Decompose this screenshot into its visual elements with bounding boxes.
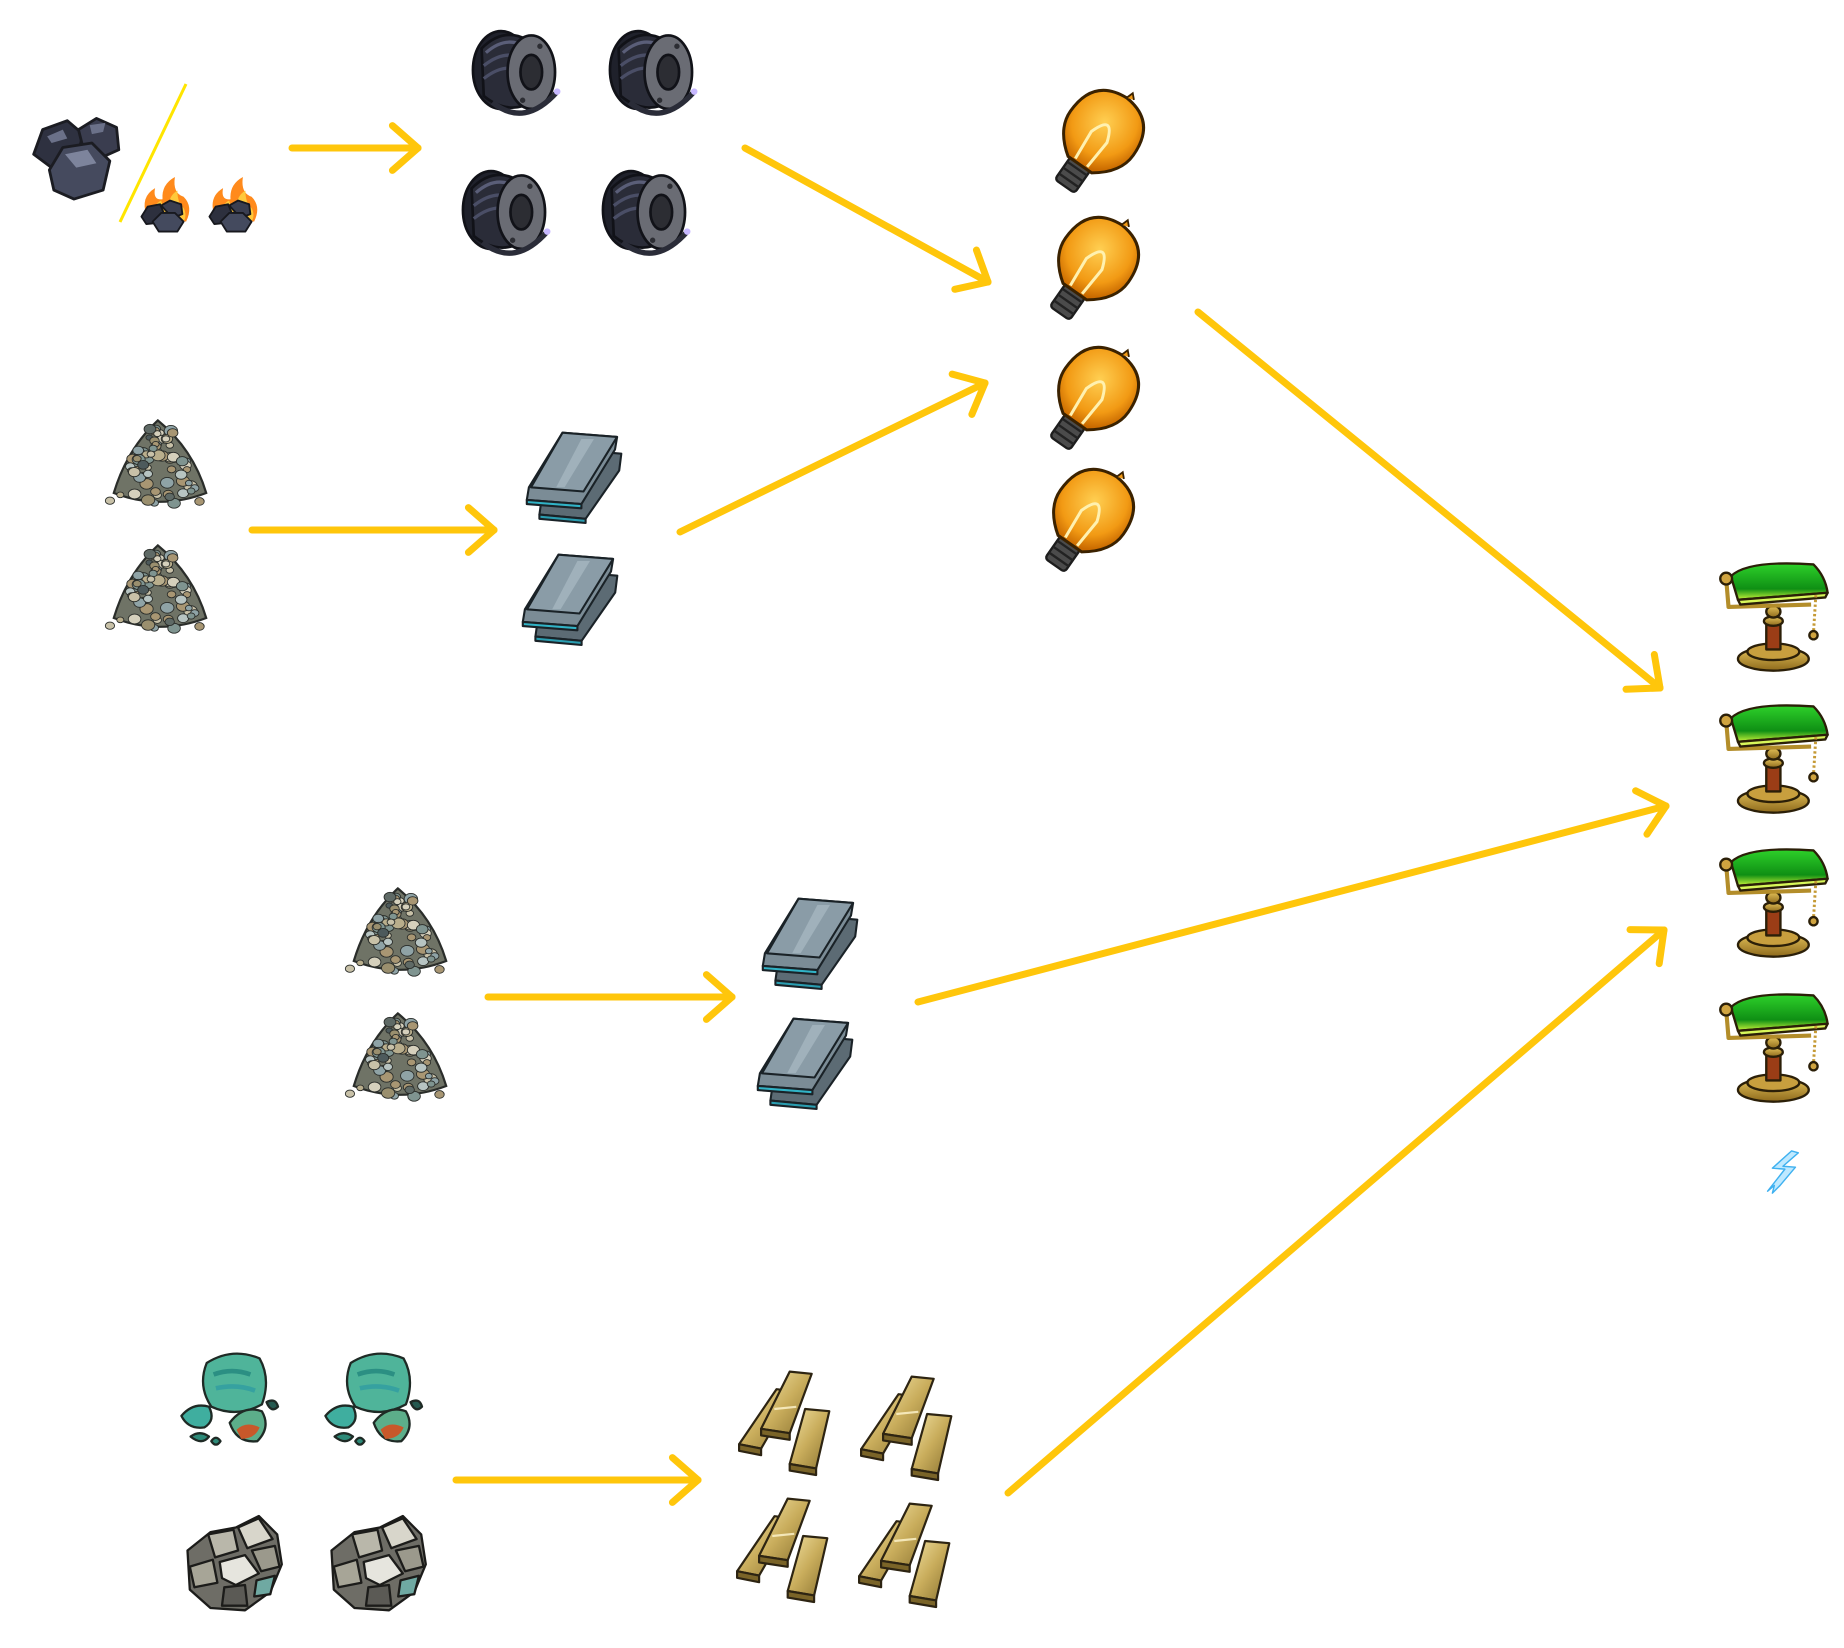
arrow-wire-to-bulb-head-1	[972, 246, 992, 286]
wire-item	[597, 15, 705, 125]
arrow-brass-to-lamp	[1004, 926, 1668, 1497]
wire-spool-icon	[471, 29, 561, 116]
wire-item	[460, 15, 568, 125]
arrow-copper-ore-to-brass	[452, 1454, 702, 1506]
sand-a-item	[100, 405, 220, 515]
arrow-glass-a-to-bulb	[676, 370, 989, 536]
arrow-glass-b-to-lamp-head-0	[1643, 802, 1670, 838]
gravel-icon	[104, 543, 208, 634]
arrow-sand-a-to-glass-a	[248, 504, 498, 556]
burning-coal-icon	[140, 176, 190, 233]
brass-ingot-icon	[736, 1497, 829, 1604]
arrow-brass-to-lamp-shaft	[1004, 926, 1668, 1497]
copper-ore-item	[172, 1340, 292, 1455]
arrow-sand-a-to-glass-a-head-0	[464, 526, 498, 556]
arrow-glass-a-to-bulb-shaft	[676, 379, 989, 536]
zinc-ore-icon	[330, 1514, 427, 1612]
lamp-item	[1712, 554, 1830, 674]
lamp-item	[1712, 985, 1830, 1105]
arrow-bulb-to-lamp-shaft	[1194, 308, 1664, 692]
zinc-ore-item	[176, 1502, 291, 1622]
arrow-bulb-to-lamp-head-0	[1622, 684, 1664, 693]
arrow-sand-a-to-glass-a-head-1	[464, 504, 498, 534]
glass-b-item	[745, 1004, 863, 1111]
arrow-glass-a-to-bulb-head-0	[968, 379, 989, 418]
arrow-bulb-to-lamp-head-1	[1650, 650, 1664, 692]
sand-a-item	[100, 530, 220, 640]
gravel-icon	[104, 418, 208, 509]
bulb-item	[1030, 210, 1150, 330]
wire-item	[590, 155, 698, 265]
zinc-ore-icon	[186, 1514, 283, 1612]
gravel-icon	[344, 1011, 448, 1102]
wire-spool-icon	[608, 29, 698, 116]
arrow-sand-b-to-glass-b-head-1	[702, 971, 736, 1001]
glass-pane-icon	[521, 553, 619, 647]
wire-item	[450, 155, 558, 265]
copper-ore-icon	[180, 1352, 280, 1446]
light-bulb-icon	[1055, 88, 1146, 193]
glass-a-item	[515, 418, 631, 525]
brass-item	[850, 1497, 965, 1609]
glass-pane-icon	[525, 431, 623, 525]
glass-pane-icon	[756, 1017, 854, 1111]
bulb-item	[1025, 462, 1145, 582]
arrow-coal-to-wire-head-1	[388, 122, 422, 152]
arrow-glass-b-to-lamp	[914, 787, 1670, 1006]
arrow-brass-to-lamp-head-0	[1655, 926, 1668, 968]
glass-a-item	[510, 540, 628, 647]
arrow-coal-to-wire	[288, 122, 422, 174]
coal-icon	[32, 117, 121, 201]
arrow-coal-to-wire-head-0	[388, 144, 422, 174]
zinc-ore-item	[320, 1502, 435, 1622]
sand-b-item	[340, 873, 460, 983]
lamp-item	[1712, 840, 1830, 960]
lightning-icon	[1766, 1150, 1800, 1194]
arrow-sand-b-to-glass-b-head-0	[702, 993, 736, 1023]
lamp-item	[1712, 696, 1830, 816]
arrow-sand-b-to-glass-b	[484, 971, 736, 1023]
bulb-item	[1030, 340, 1150, 460]
glass-pane-icon	[761, 897, 859, 991]
light-bulb-icon	[1045, 467, 1136, 572]
arrow-glass-a-to-bulb-head-1	[948, 370, 989, 387]
coal-item	[12, 96, 136, 208]
copper-ore-item	[316, 1340, 436, 1455]
desk-lamp-icon	[1719, 993, 1829, 1103]
arrow-wire-to-bulb-head-0	[951, 278, 992, 293]
light-bulb-icon	[1050, 215, 1141, 320]
burning-coal-item	[134, 172, 196, 234]
brass-ingot-icon	[860, 1375, 953, 1482]
glass-b-item	[750, 884, 868, 991]
wire-spool-icon	[461, 169, 551, 256]
desk-lamp-icon	[1719, 704, 1829, 814]
arrow-glass-b-to-lamp-shaft	[914, 802, 1670, 1006]
brass-ingot-icon	[858, 1502, 951, 1609]
energy-item	[1758, 1148, 1806, 1196]
copper-ore-icon	[324, 1352, 424, 1446]
arrow-wire-to-bulb-shaft	[741, 144, 992, 286]
brass-ingot-icon	[738, 1370, 831, 1477]
burning-coal-item	[202, 172, 264, 234]
burning-coal-icon	[208, 176, 258, 233]
light-bulb-icon	[1050, 345, 1141, 450]
arrow-bulb-to-lamp	[1194, 308, 1664, 693]
brass-item	[852, 1370, 967, 1482]
arrow-copper-ore-to-brass-head-1	[668, 1454, 702, 1484]
desk-lamp-icon	[1719, 562, 1829, 672]
wire-spool-icon	[601, 169, 691, 256]
arrow-wire-to-bulb	[741, 144, 992, 293]
gravel-icon	[344, 886, 448, 977]
brass-item	[728, 1492, 843, 1604]
arrow-glass-b-to-lamp-head-1	[1632, 787, 1670, 810]
bulb-item	[1035, 83, 1155, 203]
brass-item	[730, 1365, 845, 1477]
desk-lamp-icon	[1719, 848, 1829, 958]
arrow-copper-ore-to-brass-head-0	[668, 1476, 702, 1506]
alternative-divider	[118, 83, 188, 223]
sand-b-item	[340, 998, 460, 1108]
